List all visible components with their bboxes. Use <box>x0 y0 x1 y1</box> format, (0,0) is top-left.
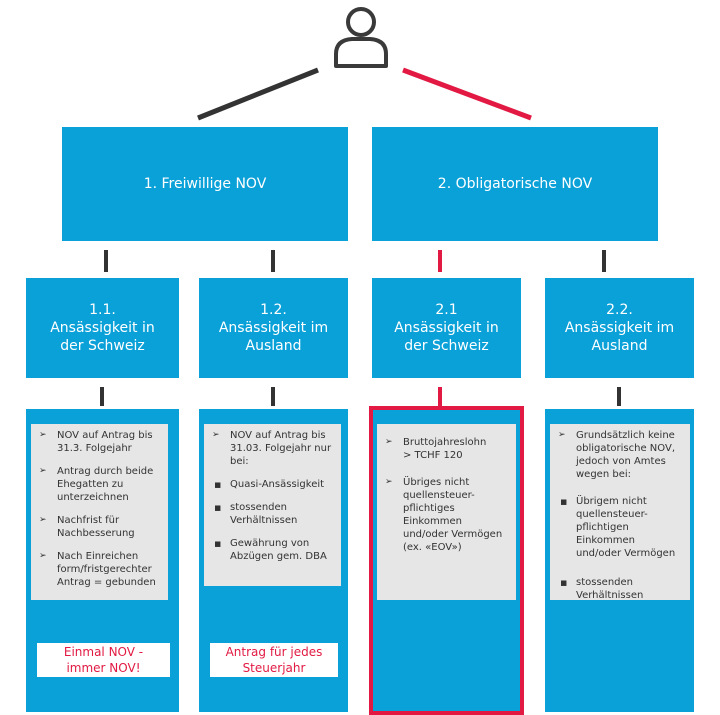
list-item: stossenden Verhältnissen <box>558 576 682 602</box>
note-antrag-jedes-steuerjahr: Antrag für jedes Steuerjahr <box>210 643 338 677</box>
box-obligatorische-nov-label: 2. Obligatorische NOV <box>437 176 593 192</box>
sub-box-title-line: Ansässigkeit im <box>564 320 675 336</box>
list-item: Quasi-Ansässigkeit <box>212 478 333 491</box>
sub-box-title-line: Ansässigkeit im <box>218 320 329 336</box>
note-line: Einmal NOV - <box>63 645 144 659</box>
list-item: NOV auf Antrag bis 31.03. Folgejahr nur … <box>212 429 333 468</box>
highlight-frame <box>369 406 524 715</box>
list-item: Grundsätzlich keine obligatorische NOV, … <box>558 429 682 481</box>
sub-box-title-line: Ansässigkeit in <box>50 320 155 336</box>
sub-box-number: 1.1. <box>89 302 116 318</box>
note-line: Steuerjahr <box>242 661 306 675</box>
box-freiwillige-nov: 1. Freiwillige NOV <box>62 127 348 241</box>
box-obligatorische-nov: 2. Obligatorische NOV <box>372 127 658 241</box>
sub-box-2-1: 2.1 Ansässigkeit in der Schweiz <box>372 278 521 378</box>
list-item: NOV auf Antrag bis 31.3. Folgejahr <box>39 429 160 455</box>
branch-lines <box>197 67 532 121</box>
list-item: stossenden Verhältnissen <box>212 501 333 527</box>
list-item: Übrigem nicht quellensteuer- pflichtigen… <box>558 495 682 560</box>
note-line: immer NOV! <box>66 661 141 675</box>
list-item: Übriges nicht quellensteuer- pflichtiges… <box>385 476 508 554</box>
sub-box-2-2: 2.2. Ansässigkeit im Ausland <box>545 278 694 378</box>
connector-panel-1-1 <box>100 387 104 406</box>
branch-line-left <box>197 67 319 121</box>
connector-panel-2-1 <box>438 387 442 406</box>
list-item: Bruttojahreslohn > TCHF 120 <box>385 436 508 462</box>
sub-box-1-2: 1.2. Ansässigkeit im Ausland <box>199 278 348 378</box>
note-line: Antrag für jedes <box>225 645 323 659</box>
connector-2-2 <box>602 250 606 272</box>
card-2-2: Grundsätzlich keine obligatorische NOV, … <box>550 424 690 602</box>
connector-1-2 <box>271 250 275 272</box>
sub-box-number: 2.1 <box>435 302 458 318</box>
note-einmal-nov: Einmal NOV - immer NOV! <box>37 643 170 677</box>
connector-1-1 <box>104 250 108 272</box>
card-1-2: NOV auf Antrag bis 31.03. Folgejahr nur … <box>204 424 341 586</box>
connector-panel-2-2 <box>617 387 621 406</box>
sub-box-title-line: Ausland <box>591 338 648 354</box>
connector-panel-1-2 <box>271 387 275 406</box>
user-icon <box>334 7 388 68</box>
list-item: Gewährung von Abzügen gem. DBA <box>212 537 333 563</box>
list-item: Nachfrist für Nachbesserung <box>39 514 160 540</box>
branch-line-right <box>402 67 532 121</box>
sub-box-title-line: der Schweiz <box>60 338 145 354</box>
sub-box-1-1: 1.1. Ansässigkeit in der Schweiz <box>26 278 179 378</box>
list-item: Nach Einreichen form/fristgerechter Antr… <box>39 550 160 589</box>
sub-box-title-line: der Schweiz <box>404 338 489 354</box>
sub-box-title-line: Ansässigkeit in <box>394 320 499 336</box>
sub-box-number: 2.2. <box>606 302 633 318</box>
box-freiwillige-nov-label: 1. Freiwillige NOV <box>143 176 267 192</box>
card-2-1: Bruttojahreslohn > TCHF 120 Übriges nich… <box>377 424 516 600</box>
sub-box-title-line: Ausland <box>245 338 302 354</box>
sub-box-number: 1.2. <box>260 302 287 318</box>
connector-2-1 <box>438 250 442 272</box>
card-1-1: NOV auf Antrag bis 31.3. Folgejahr Antra… <box>31 424 168 600</box>
list-item: Antrag durch beide Ehegatten zu unterzei… <box>39 465 160 504</box>
